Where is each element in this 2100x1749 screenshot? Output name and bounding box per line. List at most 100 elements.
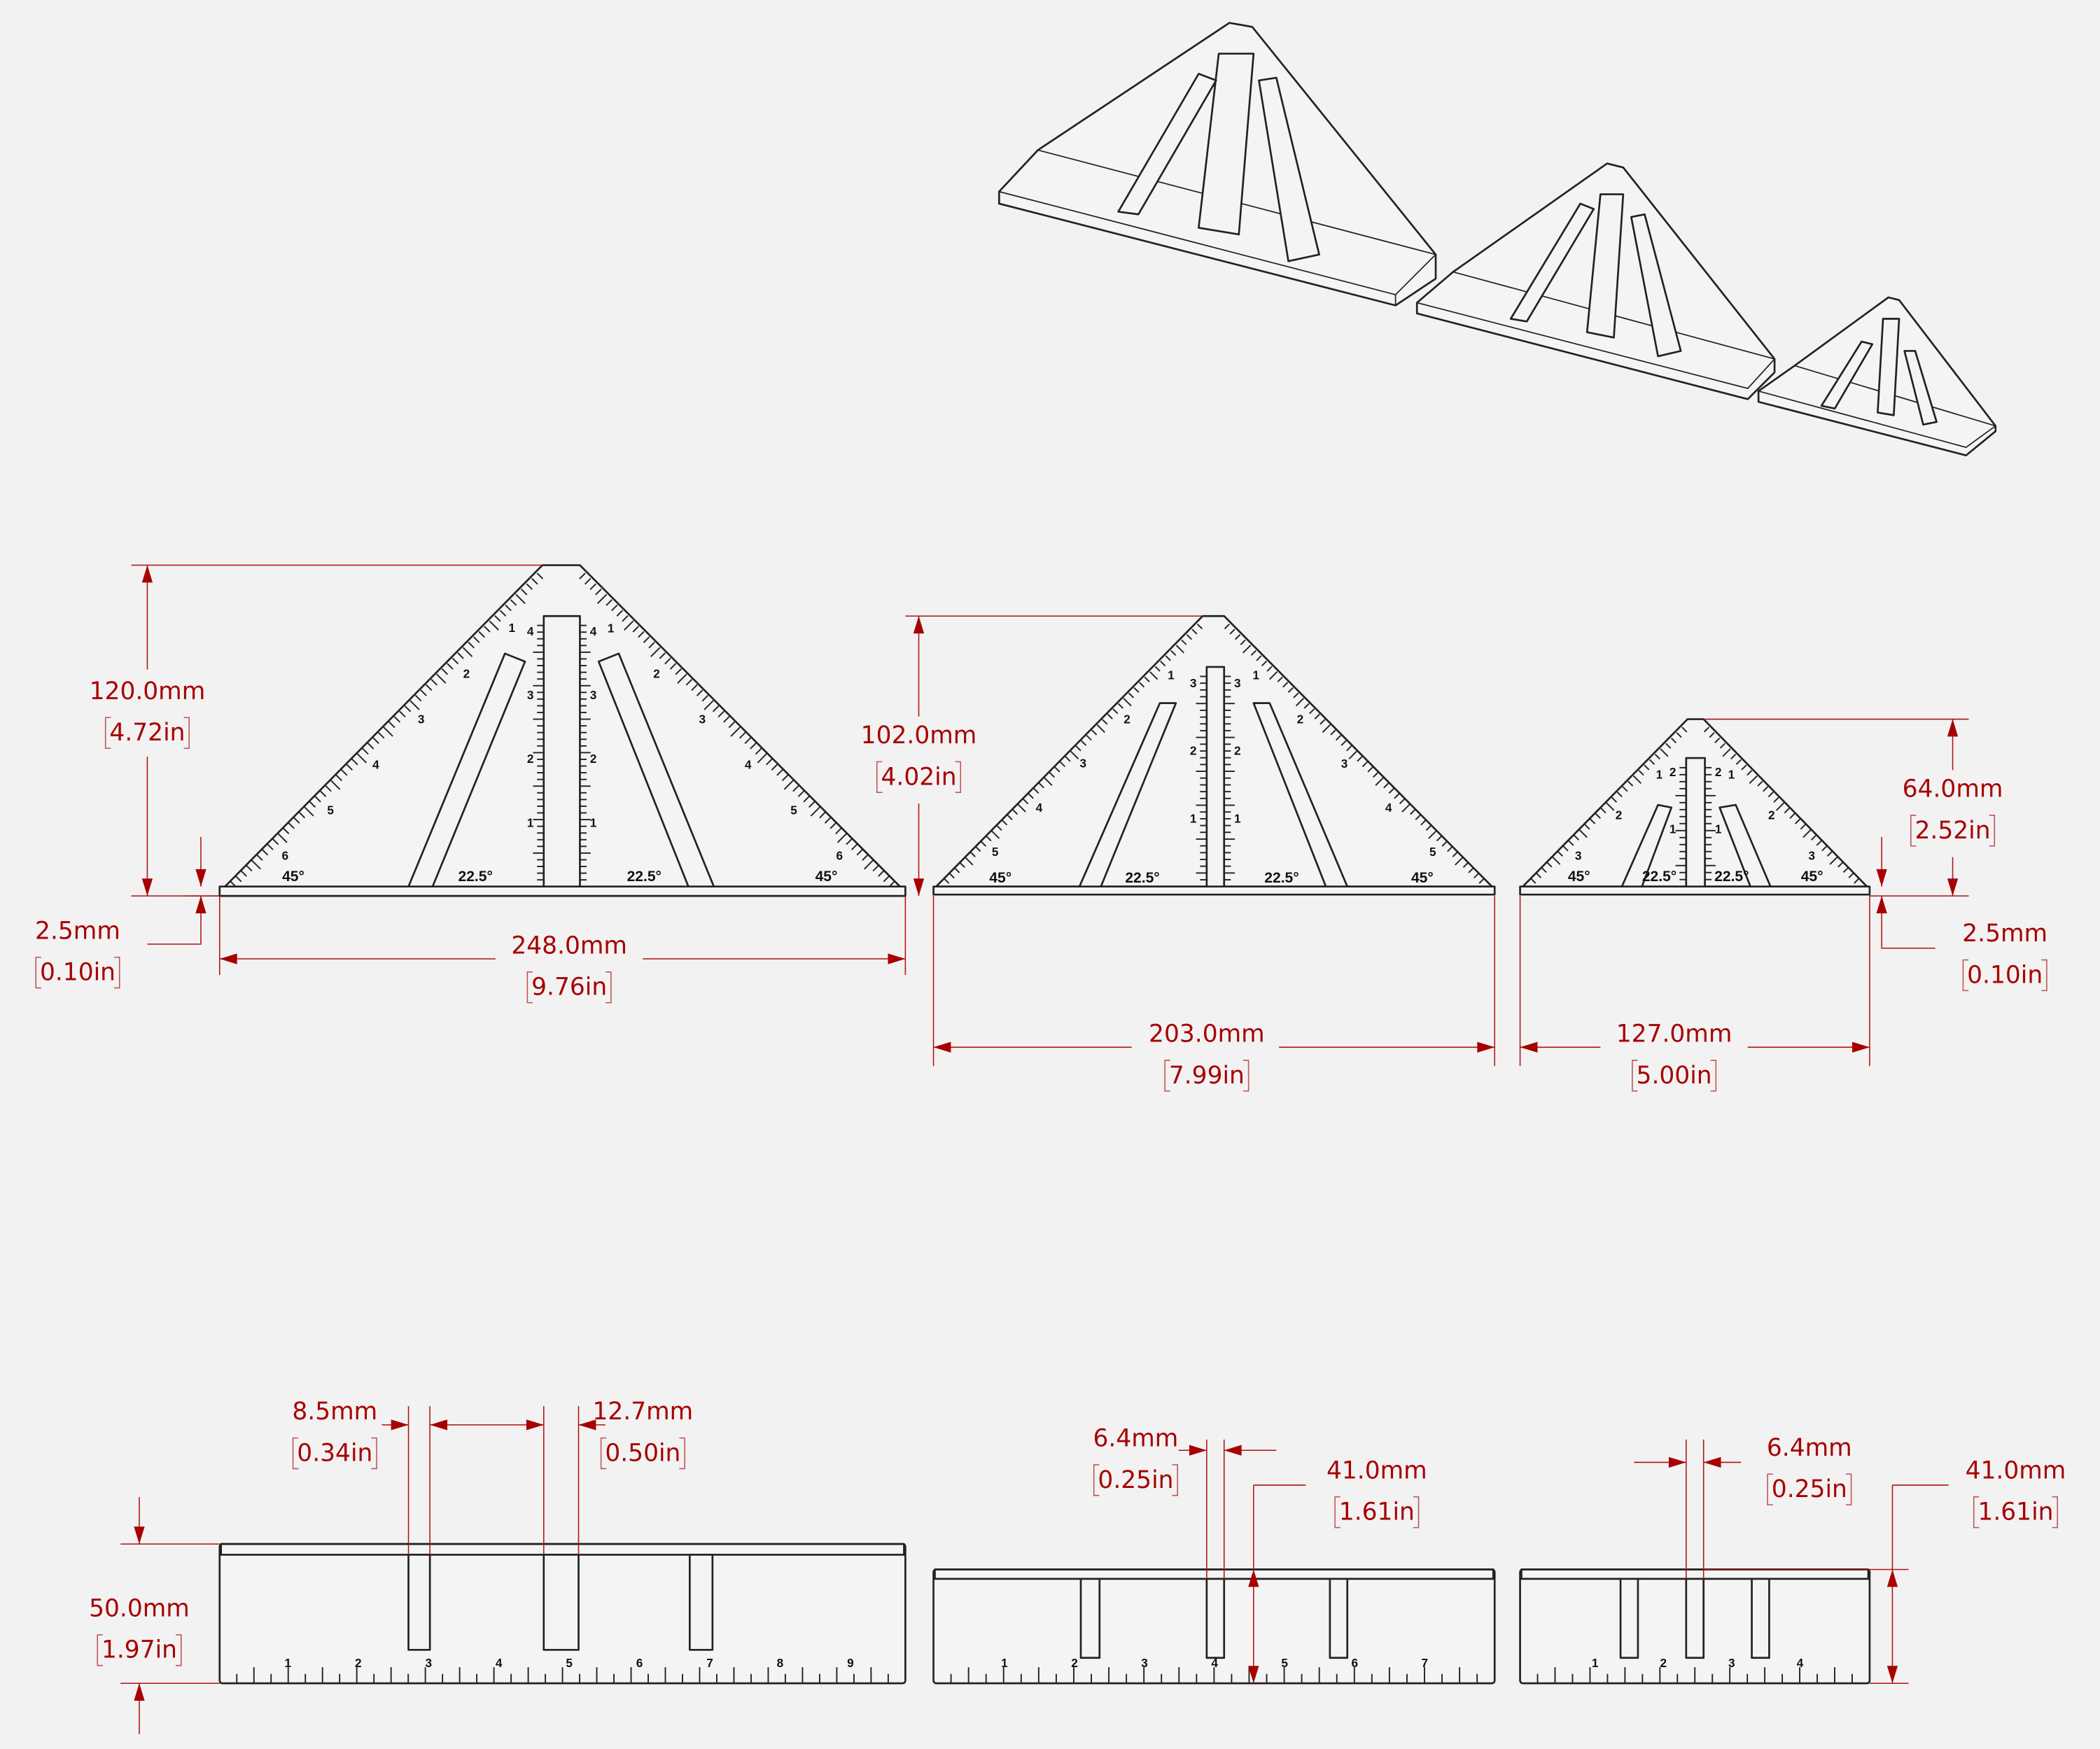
dim-small-depth-mm: 41.0mm bbox=[1966, 1456, 2066, 1484]
scale-tick bbox=[1240, 639, 1246, 645]
scale-tick bbox=[1123, 698, 1132, 707]
scale-tick bbox=[372, 737, 379, 744]
scale-number: 3 bbox=[418, 712, 425, 726]
dim-medium-height-in: 4.02in bbox=[881, 763, 956, 791]
scale-tick bbox=[1001, 820, 1008, 826]
ruler-number: 5 bbox=[1281, 1656, 1288, 1670]
scale-tick bbox=[1428, 830, 1437, 839]
dim-small-slot-mm: 6.4mm bbox=[1767, 1434, 1852, 1462]
scale-tick bbox=[1038, 782, 1044, 789]
inch-bracket bbox=[876, 761, 962, 793]
scale-tick bbox=[298, 811, 306, 819]
scale-tick bbox=[314, 796, 321, 803]
scale-tick bbox=[377, 731, 385, 739]
scale-tick bbox=[414, 694, 422, 702]
inch-bracket bbox=[1910, 815, 1996, 847]
scale-tick bbox=[510, 599, 517, 606]
scale-tick bbox=[1383, 782, 1390, 789]
scale-tick bbox=[969, 851, 976, 857]
scale-tick bbox=[990, 830, 1000, 839]
front-view-small: 45° 22.5° 22.5° 45° bbox=[1519, 718, 1871, 896]
scale-tick bbox=[478, 631, 485, 638]
scale-tick bbox=[1425, 824, 1432, 831]
scale-tick bbox=[1829, 856, 1838, 865]
scale-tick bbox=[1709, 732, 1715, 738]
ruler-number: 2 bbox=[1071, 1656, 1078, 1670]
scale-tick bbox=[388, 721, 396, 729]
scale-tick bbox=[1622, 786, 1628, 792]
scale-tick bbox=[691, 684, 698, 691]
scale-tick bbox=[367, 743, 374, 750]
scale-tick bbox=[1714, 737, 1721, 743]
scale-tick bbox=[850, 843, 858, 850]
scale-tick bbox=[1722, 748, 1731, 757]
scale-tick bbox=[531, 577, 538, 585]
scale-tick bbox=[1821, 845, 1828, 852]
side-view-large bbox=[218, 1543, 906, 1685]
scale-tick bbox=[245, 864, 253, 872]
scale-tick bbox=[1616, 792, 1623, 798]
scale-tick bbox=[234, 875, 242, 883]
inch-bracket bbox=[1962, 959, 2047, 992]
dim-large-base-in: 0.10in bbox=[40, 959, 115, 987]
scale-tick bbox=[1373, 772, 1379, 778]
scale-tick bbox=[835, 827, 842, 835]
scale-tick bbox=[1837, 862, 1844, 868]
inch-bracket bbox=[35, 956, 120, 989]
scale-tick bbox=[750, 743, 757, 750]
scale-tick bbox=[1665, 743, 1672, 749]
scale-tick bbox=[1170, 649, 1177, 656]
scale-tick bbox=[1303, 703, 1310, 709]
scale-tick bbox=[1546, 862, 1553, 868]
ruler-number: 3 bbox=[1141, 1656, 1148, 1670]
scale-tick bbox=[1070, 750, 1079, 759]
scale-tick bbox=[723, 716, 730, 723]
dimension-arrow bbox=[1477, 1041, 1495, 1053]
dimension-arrow bbox=[391, 1419, 409, 1431]
scale-tick bbox=[1703, 726, 1710, 733]
scale-number: 3 bbox=[1341, 757, 1348, 771]
scale-number: 3 bbox=[699, 712, 706, 726]
scale-tick bbox=[1367, 766, 1373, 773]
scale-number: 2 bbox=[1297, 712, 1304, 726]
scale-tick bbox=[1229, 628, 1236, 635]
dimension-arrow bbox=[1886, 1569, 1898, 1587]
scale-tick bbox=[624, 620, 634, 631]
scale-tick bbox=[457, 652, 464, 659]
scale-tick bbox=[648, 641, 655, 649]
scale-tick bbox=[730, 726, 741, 737]
scale-tick bbox=[346, 764, 354, 771]
scale-number: 2 bbox=[590, 752, 597, 766]
scale-tick bbox=[1340, 740, 1347, 746]
inch-bracket bbox=[1767, 1473, 1852, 1505]
scale-number: 4 bbox=[1385, 801, 1392, 815]
angle-label: 45° bbox=[1568, 869, 1590, 885]
scale-tick bbox=[1462, 862, 1469, 869]
scale-tick bbox=[1802, 829, 1812, 838]
inch-bracket bbox=[600, 1437, 685, 1470]
scale-tick bbox=[1420, 820, 1427, 826]
dimension-arrow bbox=[430, 1419, 448, 1431]
scale-tick bbox=[766, 758, 773, 766]
scale-tick bbox=[1473, 873, 1480, 879]
scale-tick bbox=[515, 593, 526, 604]
scale-tick bbox=[1415, 814, 1421, 820]
ruler-number: 1 bbox=[285, 1656, 292, 1670]
scale-tick bbox=[1757, 780, 1763, 787]
scale-tick bbox=[1314, 713, 1320, 719]
scale-tick bbox=[1065, 756, 1071, 762]
ruler-number: 1 bbox=[1592, 1656, 1599, 1670]
ruler-number: 4 bbox=[1211, 1656, 1218, 1670]
ruler-number: 9 bbox=[847, 1656, 854, 1670]
dim-large-width-in: 9.76in bbox=[531, 974, 607, 1002]
dimension-arrow bbox=[578, 1419, 596, 1431]
angle-label: 45° bbox=[1411, 870, 1434, 886]
scale-tick bbox=[1191, 628, 1198, 635]
scale-tick bbox=[1468, 867, 1474, 873]
scale-tick bbox=[404, 705, 412, 712]
scale-number: 1 bbox=[608, 621, 615, 635]
scale-tick bbox=[1096, 724, 1105, 733]
scale-number: 2 bbox=[1234, 744, 1241, 758]
